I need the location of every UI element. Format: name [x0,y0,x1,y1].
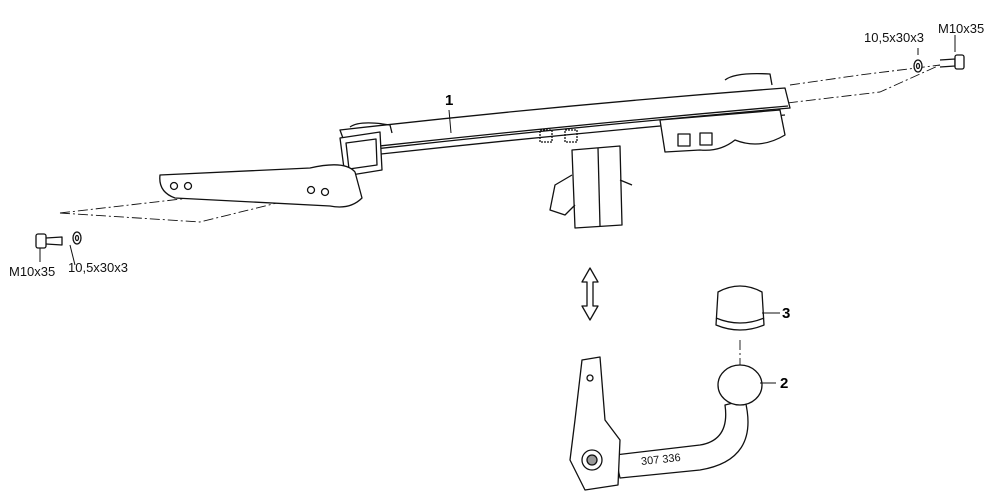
right-bolt-spec: M10x35 [938,21,985,36]
ball-neck [569,356,763,491]
mounting-lines [59,64,941,365]
ball-cap [715,285,765,331]
left-bolt-spec: M10x35 [9,264,56,279]
detach-arrow [581,267,599,321]
right-washer-spec: 10,5x30x3 [864,30,924,45]
leader-lines [39,35,956,384]
part-label-1: 1 [445,92,454,109]
right-fastener [913,54,965,73]
part-label-2: 2 [780,375,789,392]
left-washer-spec: 10,5x30x3 [68,260,128,275]
part-label-3: 3 [782,305,791,322]
crossbeam [159,72,791,208]
receiver-tube [549,145,633,229]
left-fastener [35,231,82,249]
